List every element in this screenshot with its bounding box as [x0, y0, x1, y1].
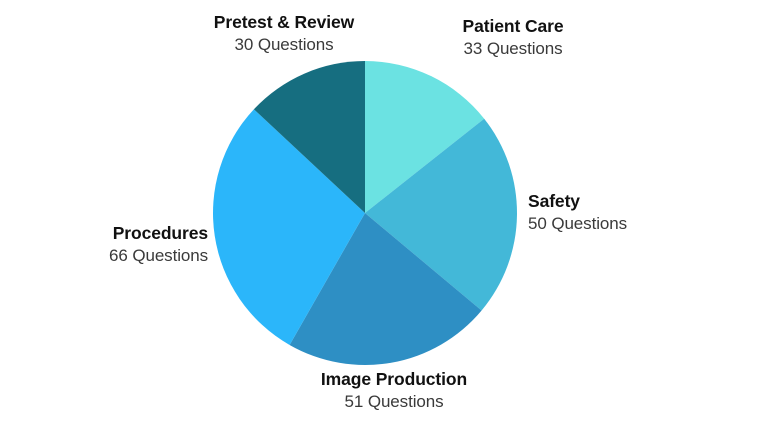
slice-label-safety-name: Safety	[528, 191, 580, 211]
slice-label-pretest-review-value: 30 Questions	[234, 34, 334, 54]
slice-label-image-production: Image Production 51 Questions	[249, 369, 539, 412]
pie-slice-safety[interactable]: Safety — 50 Questions	[365, 118, 517, 311]
slice-label-procedures: Procedures 66 Questions	[0, 223, 212, 266]
slice-label-safety-value: 50 Questions	[528, 213, 627, 233]
pie-slice-patient-care[interactable]: Patient Care — 33 Questions	[365, 61, 485, 213]
slice-label-patient-care-value: 33 Questions	[463, 38, 563, 58]
pie-slice-pretest-and-review[interactable]: Pretest & Review — 30 Questions	[253, 61, 365, 213]
pie-slice-procedures[interactable]: Procedures — 66 Questions	[213, 109, 365, 345]
slice-label-image-production-value: 51 Questions	[344, 391, 444, 411]
slice-label-pretest-review-name: Pretest & Review	[213, 12, 355, 32]
slice-label-procedures-value: 66 Questions	[109, 245, 208, 265]
slice-label-pretest-review: Pretest & Review 30 Questions	[139, 12, 429, 55]
slice-label-image-production-name: Image Production	[320, 369, 468, 389]
slice-label-procedures-name: Procedures	[112, 223, 208, 243]
pie-slice-image-production[interactable]: Image Production — 51 Questions	[289, 213, 482, 365]
slice-label-safety: Safety 50 Questions	[528, 191, 748, 234]
slice-label-patient-care: Patient Care 33 Questions	[373, 16, 653, 59]
slice-label-patient-care-name: Patient Care	[462, 16, 564, 36]
